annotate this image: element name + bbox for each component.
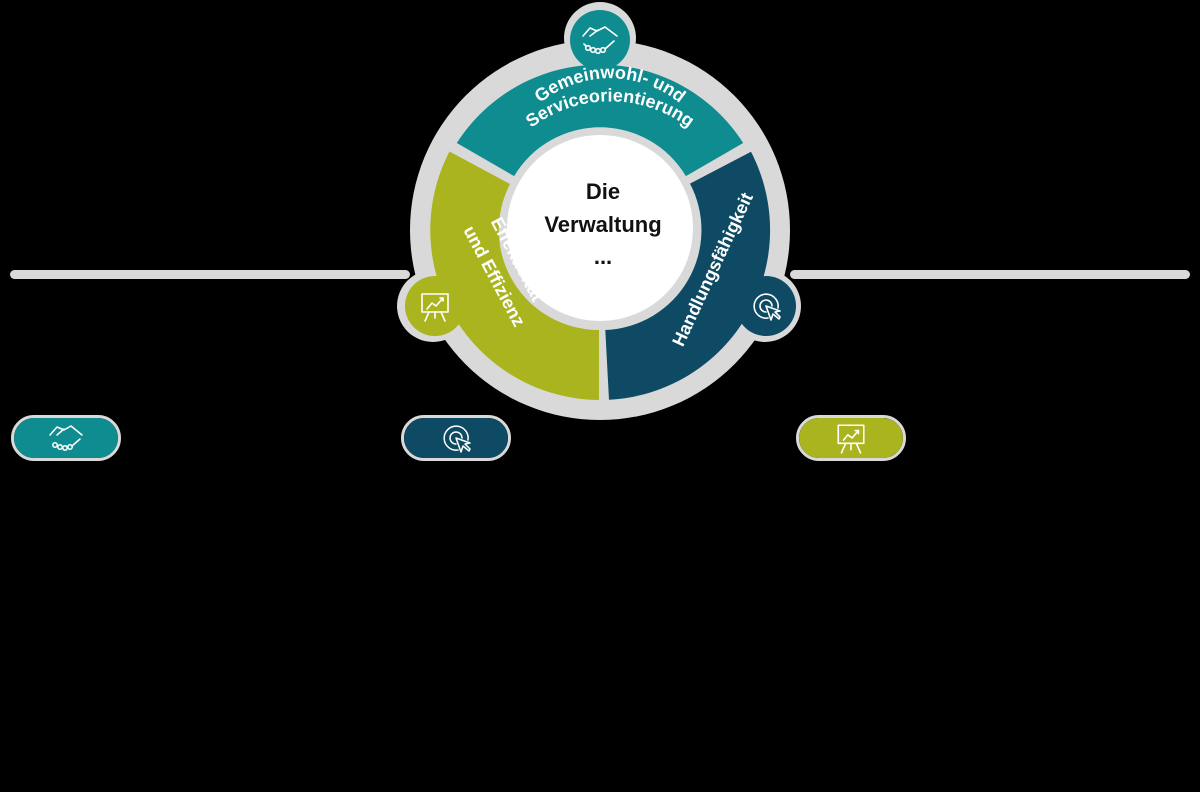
segment-effektivitaet: [430, 151, 599, 400]
divider-line-right: [790, 270, 1190, 279]
pill-handlung: [401, 415, 511, 461]
cursor-target-icon: [753, 293, 781, 321]
center-line-3: ...: [594, 244, 612, 269]
center-line-2: Verwaltung: [544, 212, 661, 237]
segment-handlungsfaehigkeit: [605, 151, 771, 400]
center-line-1: Die: [586, 179, 620, 204]
handshake-icon: [49, 425, 83, 451]
center-circle: [507, 135, 693, 321]
pill-effektivitaet: [796, 415, 906, 461]
presentation-chart-icon: [837, 424, 865, 454]
pill-gemeinwohl-fill: [14, 418, 118, 458]
badge-top: [570, 10, 630, 70]
cursor-target-icon: [443, 425, 471, 453]
pill-gemeinwohl: [11, 415, 121, 461]
divider-line-left: [10, 270, 410, 279]
handshake-icon: [582, 26, 618, 55]
presentation-chart-icon: [421, 293, 449, 322]
segment-gemeinwohl: [456, 64, 744, 177]
